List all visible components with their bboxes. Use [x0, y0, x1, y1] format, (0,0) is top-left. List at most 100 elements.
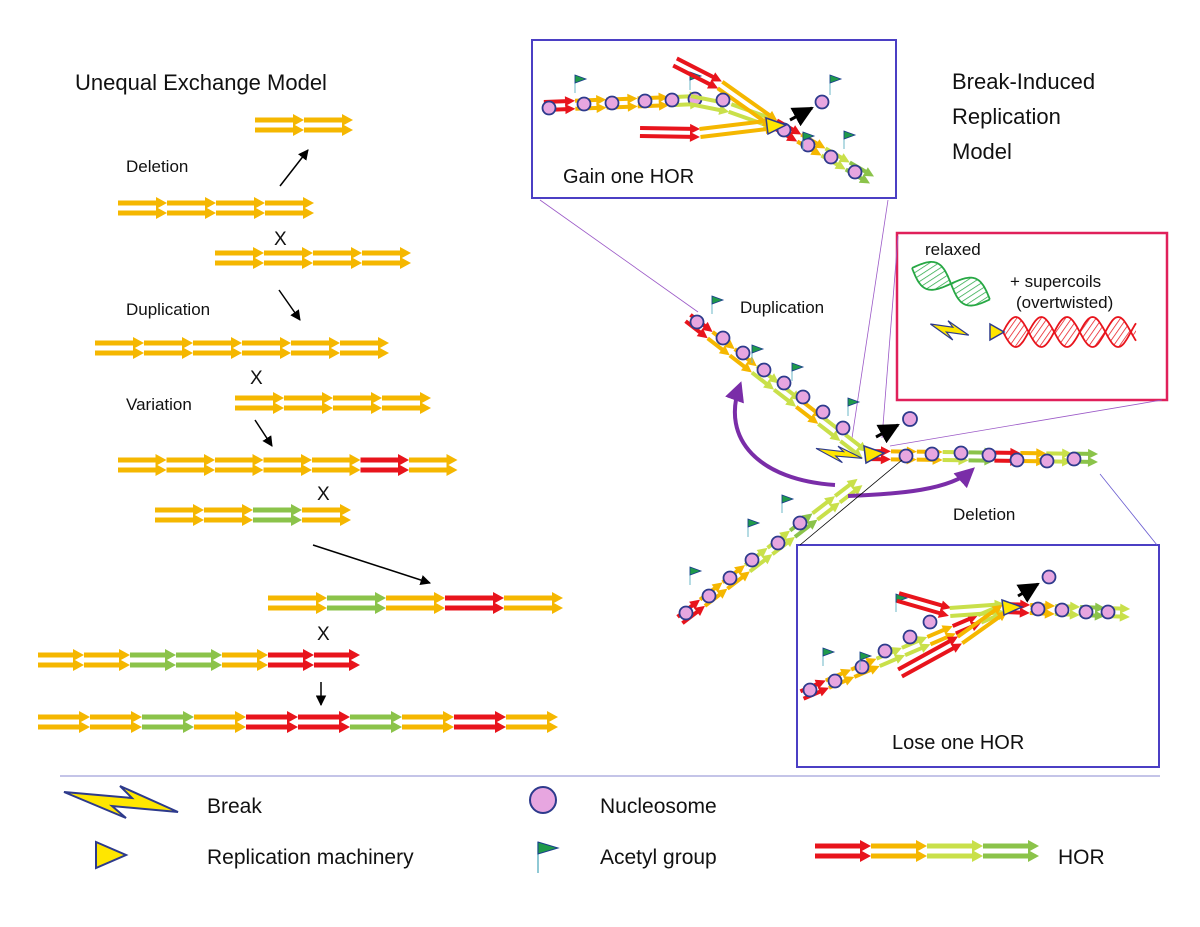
strand-arrowhead	[966, 614, 979, 624]
strand-arrowhead	[786, 132, 798, 142]
acetyl-flag-icon	[574, 74, 588, 93]
acetyl-flag-icon	[537, 841, 560, 873]
strand-arrowhead	[1094, 602, 1106, 613]
strand-arrowhead	[693, 605, 705, 616]
strand-segment	[817, 422, 836, 438]
repeat-arrays	[38, 114, 563, 733]
callout-line	[799, 459, 903, 546]
strand-arrowhead	[814, 139, 826, 149]
gain-hor-label: Gain one HOR	[563, 166, 694, 188]
repeat-unit	[264, 247, 313, 269]
strand-arrowhead	[1094, 610, 1105, 621]
strand-arrowhead	[807, 413, 819, 424]
nucleosome	[922, 614, 938, 630]
replication-machinery-icon	[863, 444, 886, 465]
strand-arrowhead	[829, 430, 841, 442]
repeat-unit	[193, 337, 242, 359]
callout-line	[889, 399, 1163, 447]
nucleosome	[689, 314, 705, 330]
nucleosome	[1009, 452, 1025, 468]
repeat-unit	[445, 592, 504, 614]
strand-segment	[951, 616, 972, 628]
nucleosome	[744, 552, 760, 568]
acetyl-flag-icon	[829, 74, 843, 95]
repeat-unit	[313, 247, 362, 269]
gain-hor-box: Gain one HOR	[531, 39, 897, 199]
nucleosome	[981, 447, 997, 463]
replication-machinery-icon	[1001, 598, 1025, 617]
lightning-break-icon	[63, 785, 179, 819]
strand-arrowhead	[1119, 603, 1131, 614]
nucleosome	[664, 92, 680, 108]
strand-arrowhead	[689, 131, 700, 142]
repeat-unit	[118, 454, 167, 476]
strand-arrowhead	[718, 345, 730, 356]
strand-segment	[640, 126, 693, 131]
acetyl-flag-icon	[751, 344, 765, 363]
strand-arrowhead	[858, 174, 871, 184]
nucleosome	[735, 345, 751, 361]
unequal-exchange-panel: Unequal Exchange Model Deletion Duplicat…	[38, 70, 563, 733]
strand-arrowhead	[810, 146, 822, 156]
nucleosome	[953, 445, 969, 461]
repeat-unit	[402, 711, 454, 733]
strand-arrowhead	[851, 485, 863, 496]
strand-segment	[833, 482, 853, 498]
gain-hor-strands	[541, 56, 874, 184]
strand-arrowhead	[1019, 607, 1030, 618]
strand-arrowhead	[565, 104, 576, 115]
repeat-unit	[350, 711, 402, 733]
nucleosome	[814, 94, 830, 110]
strand-arrowhead	[1119, 611, 1130, 622]
strand-arrowhead	[627, 101, 638, 112]
strand-segment	[794, 405, 814, 421]
strand-arrowhead	[846, 478, 858, 489]
strand-arrowhead	[865, 658, 877, 668]
strand-segment	[956, 607, 998, 639]
strand-arrowhead	[1061, 456, 1073, 467]
lose-hor-label: Lose one HOR	[892, 732, 1024, 754]
nucleosome	[823, 149, 839, 165]
strand-arrowhead	[840, 668, 852, 679]
strand-arrowhead	[718, 105, 730, 115]
acetyl-flag-icon	[791, 362, 805, 381]
strand-arrowhead	[1044, 600, 1056, 611]
strand-arrowhead	[940, 600, 952, 611]
strand-segment	[748, 557, 768, 574]
duplication-label: Duplication	[740, 298, 824, 317]
repeat-unit	[38, 711, 90, 733]
strand-segment	[896, 598, 942, 616]
nucleosome	[1041, 569, 1057, 585]
relaxed-dna-helix	[911, 260, 991, 307]
relaxed-label: relaxed	[925, 240, 981, 259]
repeat-unit	[504, 592, 563, 614]
repeat-unit	[983, 840, 1039, 862]
strand-arrowhead	[761, 554, 773, 565]
repeat-unit	[386, 592, 445, 614]
strand-arrowhead	[946, 636, 959, 646]
strand-arrowhead	[868, 665, 880, 675]
nucleosome	[770, 535, 786, 551]
cross-mark: X	[274, 229, 287, 250]
replication-machinery-icon	[765, 116, 788, 136]
duplication-label: Duplication	[126, 300, 210, 319]
repeat-unit	[204, 504, 253, 526]
strand-arrowhead	[890, 647, 902, 657]
strand-arrowhead	[738, 571, 750, 582]
repeat-unit	[216, 197, 265, 219]
strand-arrowhead	[828, 502, 840, 513]
nucleosome	[701, 588, 717, 604]
repeat-unit	[360, 454, 409, 476]
strand-arrowhead	[763, 379, 775, 390]
strand-arrowhead	[696, 328, 708, 339]
strand-arrowhead	[1069, 609, 1080, 620]
strand-arrowhead	[596, 102, 607, 113]
strand-segment	[839, 439, 858, 455]
lose-hor-box: Lose one HOR	[796, 544, 1160, 768]
repeat-unit	[304, 114, 353, 136]
strand-segment	[772, 388, 792, 404]
strand-segment	[639, 133, 692, 139]
legend-nucleosome: Nucleosome	[600, 795, 717, 818]
hor-legend-arrows	[815, 840, 1039, 862]
replication-machinery-icon	[989, 322, 1006, 342]
